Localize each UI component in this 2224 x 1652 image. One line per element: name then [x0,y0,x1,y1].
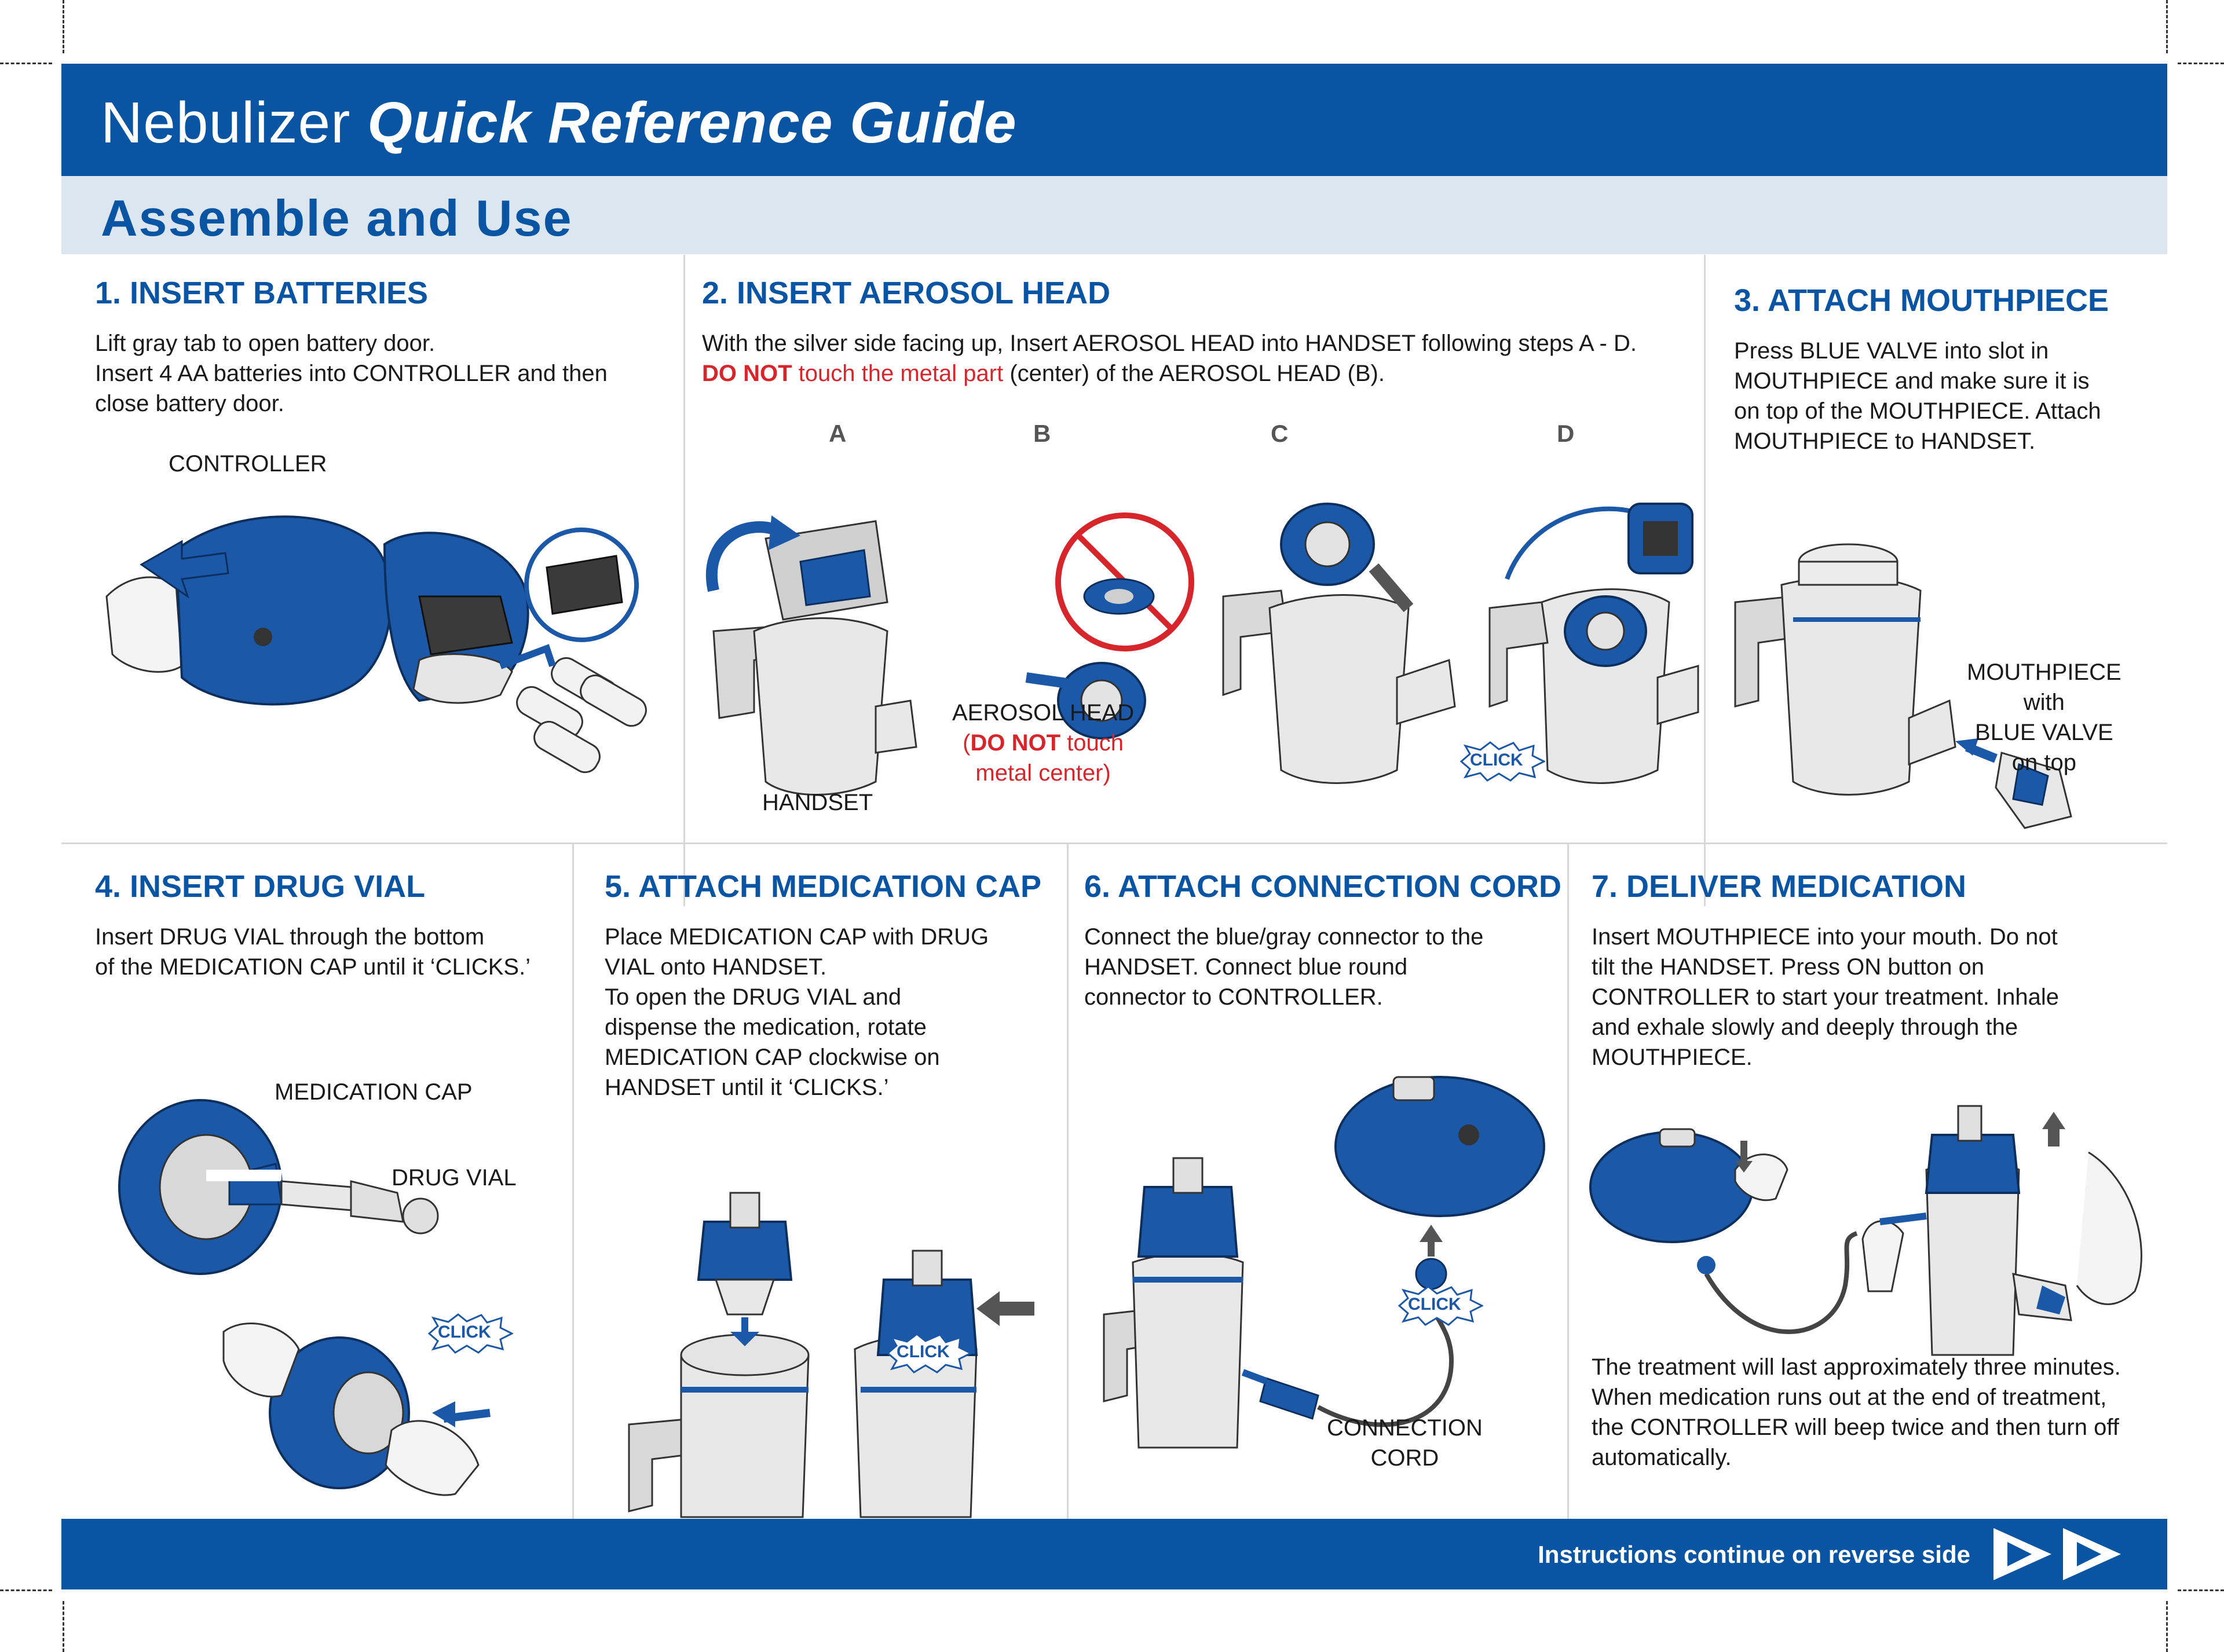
click-label: CLICK [438,1323,491,1342]
step-instructions: Place MEDICATION CAP with DRUG VIAL onto… [605,924,989,1100]
guide-header: Nebulizer Quick Reference Guide [61,64,2167,176]
step-instructions: Connect the blue/gray connector to the H… [1084,924,1484,1010]
step-title: 4. INSERT DRUG VIAL [95,869,426,904]
connection-cord-label: CONNECTION CORD [1327,1415,1483,1471]
substep-letter-a: A [829,420,847,447]
crop-mark [0,63,52,64]
aerosol-head-label: AEROSOL HEAD (DO NOT touch metal center) [952,700,1135,786]
crop-mark [2178,63,2224,64]
step-attach-mouthpiece: 3. ATTACH MOUTHPIECE Press BLUE VALVE in… [1734,283,2163,456]
divider [1567,844,1569,1519]
click-burst-icon [427,1313,513,1354]
double-play-arrow-icon [1993,1528,2121,1580]
medication-cap-label: MEDICATION CAP [275,1079,473,1105]
crop-mark [0,1589,52,1591]
quick-reference-sheet: Nebulizer Quick Reference Guide Assemble… [61,64,2167,1589]
crop-mark [2166,1601,2168,1652]
step-title: 2. INSERT AEROSOL HEAD [702,276,1111,310]
controller-label: CONTROLLER [169,451,327,477]
step-title: 3. ATTACH MOUTHPIECE [1734,283,2109,318]
step-instructions: Insert DRUG VIAL through the bottom of t… [95,924,531,980]
guide-title: Nebulizer Quick Reference Guide [101,90,1017,155]
step-instructions: Lift gray tab to open battery door. Inse… [95,331,608,416]
divider [61,843,2167,844]
guide-footer: Instructions continue on reverse side [61,1519,2167,1589]
step-instructions: Insert MOUTHPIECE into your mouth. Do no… [1592,924,2059,1070]
section-band: Assemble and Use [61,176,2167,254]
step-deliver-medication: 7. DELIVER MEDICATION Insert MOUTHPIECE … [1592,869,2165,1072]
click-burst-icon [1398,1285,1483,1326]
crop-mark [2166,0,2168,53]
step-title: 6. ATTACH CONNECTION CORD [1084,869,1561,904]
controller-battery-illustration [105,515,647,774]
aerosol-head-illustration [705,503,1699,796]
substep-letter-d: D [1557,420,1575,447]
step-insert-aerosol-head: 2. INSERT AEROSOL HEAD With the silver s… [702,275,1698,389]
divider [1067,844,1069,1519]
crop-mark [63,1601,64,1652]
section-title: Assemble and Use [101,189,573,247]
mouthpiece-label: MOUTHPIECE with BLUE VALVE on top [1967,660,2121,775]
substep-letter-b: B [1033,420,1051,447]
drug-vial-illustration [118,1099,491,1496]
step-title: 5. ATTACH MEDICATION CAP [605,869,1041,904]
click-label: CLICK [897,1342,950,1361]
step-attach-connection-cord: 6. ATTACH CONNECTION CORD Connect the bl… [1084,869,1565,1012]
step-insert-batteries: 1. INSERT BATTERIES Lift gray tab to ope… [95,275,674,419]
divider [572,844,574,1519]
step-title: 1. INSERT BATTERIES [95,276,429,310]
substep-letter-c: C [1271,420,1289,447]
click-label: CLICK [1408,1295,1461,1314]
medication-cap-illustration [628,1192,1034,1518]
click-burst-icon [886,1333,972,1373]
treatment-duration-note: The treatment will last approximately th… [1592,1354,2121,1470]
click-label: CLICK [1470,750,1523,770]
step-insert-drug-vial: 4. INSERT DRUG VIAL Insert DRUG VIAL thr… [95,869,570,982]
crop-mark [63,0,64,53]
step-attach-medication-cap: 5. ATTACH MEDICATION CAP Place MEDICATIO… [605,869,1062,1102]
continue-notice: Instructions continue on reverse side [1538,1541,1970,1568]
click-burst-icon [1460,741,1545,782]
crop-mark [2178,1589,2224,1591]
step-instructions: With the silver side facing up, Insert A… [702,331,1637,386]
divider [683,255,685,906]
drug-vial-label: DRUG VIAL [392,1165,517,1191]
divider [1704,255,1706,906]
deliver-medication-illustration [1589,1105,2142,1356]
step-instructions: Press BLUE VALVE into slot in MOUTHPIECE… [1734,338,2101,454]
connection-cord-illustration [1103,1076,1545,1449]
mouthpiece-illustration [1734,543,2072,829]
handset-label: HANDSET [762,790,873,815]
step-title: 7. DELIVER MEDICATION [1592,869,1967,904]
